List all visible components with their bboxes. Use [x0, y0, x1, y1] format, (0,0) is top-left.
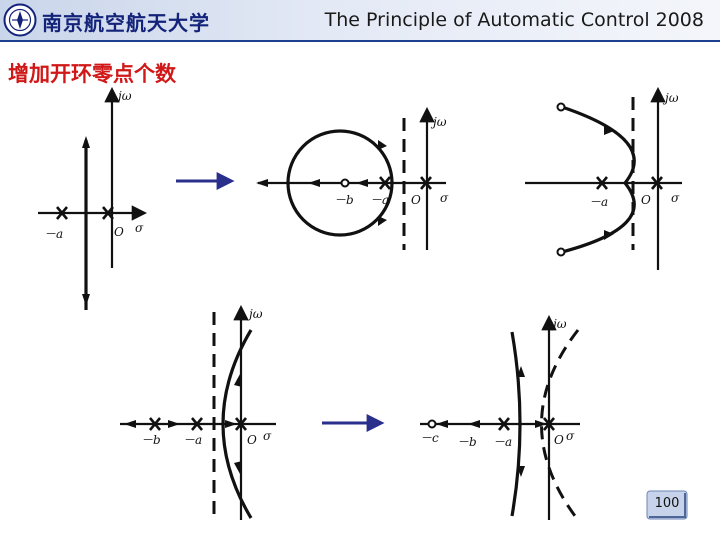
locus-arrow-icon [378, 140, 387, 150]
axis-label-jw: jω [662, 91, 679, 105]
locus-arrow-icon [356, 179, 368, 187]
origin-label: O [247, 433, 257, 447]
locus-arrow-icon [604, 230, 614, 240]
locus-arrow-icon [517, 466, 525, 477]
locus-arrow-icon [82, 136, 90, 148]
page-number: 100 [646, 490, 688, 520]
locus-arrow-icon [517, 366, 525, 377]
locus-arrow-icon [256, 179, 268, 187]
origin-label: O [114, 225, 124, 239]
locus-arrow-icon [535, 420, 547, 428]
pole-marker-icon [191, 417, 203, 431]
axis-label-jw: jω [115, 89, 132, 103]
zero-marker-icon [340, 178, 350, 188]
axis-label-sigma: σ [440, 191, 449, 205]
pole-marker-icon [56, 206, 68, 220]
root-locus-figure-1: jω －a O σ [38, 86, 148, 310]
zero-label-c: －c [420, 431, 439, 445]
university-logo-icon [3, 3, 37, 37]
root-locus-figure-5: jω －c －b －a O σ [420, 314, 580, 521]
locus-arrow-icon [436, 420, 448, 428]
locus-branch [561, 181, 636, 254]
locus-branch [221, 329, 253, 519]
page-number-text: 100 [654, 496, 680, 511]
locus-arrow-icon [234, 461, 242, 474]
pole-label-a: －a [370, 193, 389, 207]
pole-marker-icon [149, 417, 161, 431]
pole-label-a: －a [589, 195, 608, 209]
axis-label-sigma: σ [671, 191, 680, 205]
locus-arrow-icon [234, 374, 242, 387]
header-banner [0, 0, 720, 40]
axis-label-sigma: σ [135, 221, 144, 235]
root-locus-figure-3: jω －a O σ [525, 86, 682, 270]
asymptote [540, 329, 580, 521]
pole-marker-icon [498, 417, 510, 431]
locus-branch [510, 331, 522, 517]
locus-branch [561, 105, 636, 185]
university-name: 南京航空航天大学 [42, 11, 210, 35]
pole-label-a: －a [44, 227, 63, 241]
pole-marker-icon [102, 206, 114, 220]
origin-label: O [641, 193, 651, 207]
locus-arrow-icon [225, 420, 237, 428]
origin-label: O [411, 193, 421, 207]
pole-marker-icon [543, 417, 555, 431]
axis-label-jw: jω [246, 307, 263, 321]
locus-circle [286, 129, 394, 237]
root-locus-figure-4: jω －b －a O σ [120, 304, 276, 520]
pole-label-a: －a [493, 435, 512, 449]
locus-arrow-icon [468, 420, 480, 428]
pole-marker-icon [379, 176, 391, 190]
axis-label-sigma: σ [566, 429, 575, 443]
pole-marker-icon [596, 176, 608, 190]
pole-label-b: －b [141, 433, 161, 447]
locus-arrow-icon [124, 420, 136, 428]
zero-marker-icon [427, 419, 437, 429]
zero-label-b: －b [334, 193, 354, 207]
pole-label-b: －b [457, 435, 477, 449]
pole-marker-icon [235, 417, 247, 431]
pole-marker-icon [420, 176, 432, 190]
slide-title: 增加开环零点个数 [8, 62, 176, 86]
pole-label-a: －a [183, 433, 202, 447]
axis-label-jw: jω [550, 317, 567, 331]
locus-arrow-icon [82, 294, 90, 306]
zero-marker-icon [556, 102, 566, 112]
locus-arrow-icon [168, 420, 180, 428]
course-title: The Principle of Automatic Control 2008 [324, 9, 704, 31]
zero-marker-icon [556, 247, 566, 257]
locus-arrow-icon [308, 179, 320, 187]
axis-label-jw: jω [430, 115, 447, 129]
axis-label-sigma: σ [263, 429, 272, 443]
origin-label: O [554, 433, 564, 447]
header-divider [0, 40, 720, 42]
locus-arrow-icon [378, 216, 387, 226]
locus-arrow-icon [604, 125, 614, 135]
pole-marker-icon [651, 176, 663, 190]
root-locus-figure-2: jω －b －a O σ [256, 106, 449, 250]
